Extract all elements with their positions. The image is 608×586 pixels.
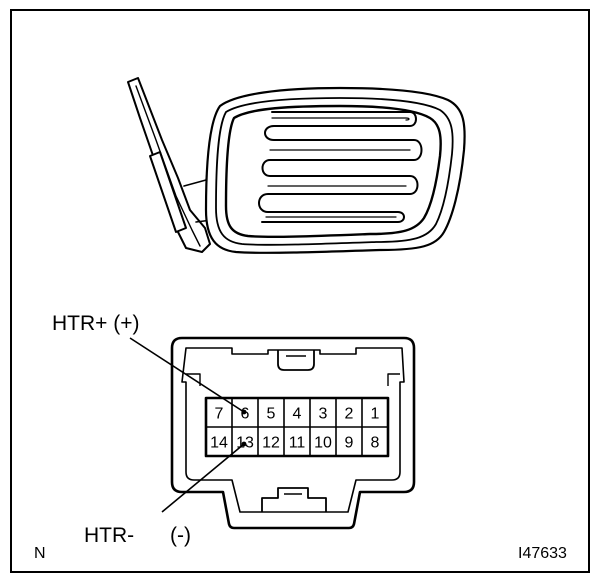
- leader-htr-minus: [161, 443, 245, 513]
- heater-element-inner: [265, 117, 411, 218]
- mirror-mount-plate: [149, 151, 187, 233]
- pin-grid-column-dividers: [231, 398, 363, 456]
- pin-10: 10: [314, 435, 332, 452]
- connector-bottom-latch: [261, 487, 327, 512]
- connector-body-inner: [181, 347, 405, 513]
- pin-9: 9: [345, 435, 354, 452]
- pin-14: 14: [210, 435, 228, 452]
- mirror-glass: [224, 104, 442, 239]
- pin-4: 4: [293, 406, 302, 423]
- leader-lines: [129, 337, 245, 513]
- pin-8: 8: [371, 435, 380, 452]
- pin-3: 3: [319, 406, 328, 423]
- corner-code-left: N: [34, 545, 46, 562]
- htr-minus-label: HTR-: [84, 524, 134, 547]
- pin-11: 11: [289, 435, 306, 452]
- connector-right-rib: [387, 373, 400, 386]
- connector-top-latch: [277, 350, 315, 371]
- pin-7: 7: [215, 406, 224, 423]
- leader-htr-plus: [129, 337, 245, 413]
- htr-minus-sign-label: (-): [170, 524, 191, 547]
- pin-5: 5: [267, 406, 276, 423]
- pin-12: 12: [262, 435, 280, 452]
- heater-element: [258, 111, 423, 223]
- pin-2: 2: [345, 406, 354, 423]
- connector: [170, 336, 416, 530]
- pin-6-terminal-dot: [241, 409, 247, 415]
- mirror-illustration: [127, 77, 466, 254]
- pin-row-bottom: 141312111098: [210, 435, 379, 452]
- mirror-housing-lip: [215, 97, 454, 246]
- pin-13-terminal-dot: [241, 441, 247, 447]
- pin-1: 1: [371, 406, 380, 423]
- mirror-arm: [127, 77, 211, 253]
- htr-plus-label: HTR+ (+): [52, 312, 140, 335]
- figure-code: I47633: [518, 545, 567, 562]
- connector-left-rib: [186, 373, 201, 386]
- diagram-border: [10, 9, 590, 573]
